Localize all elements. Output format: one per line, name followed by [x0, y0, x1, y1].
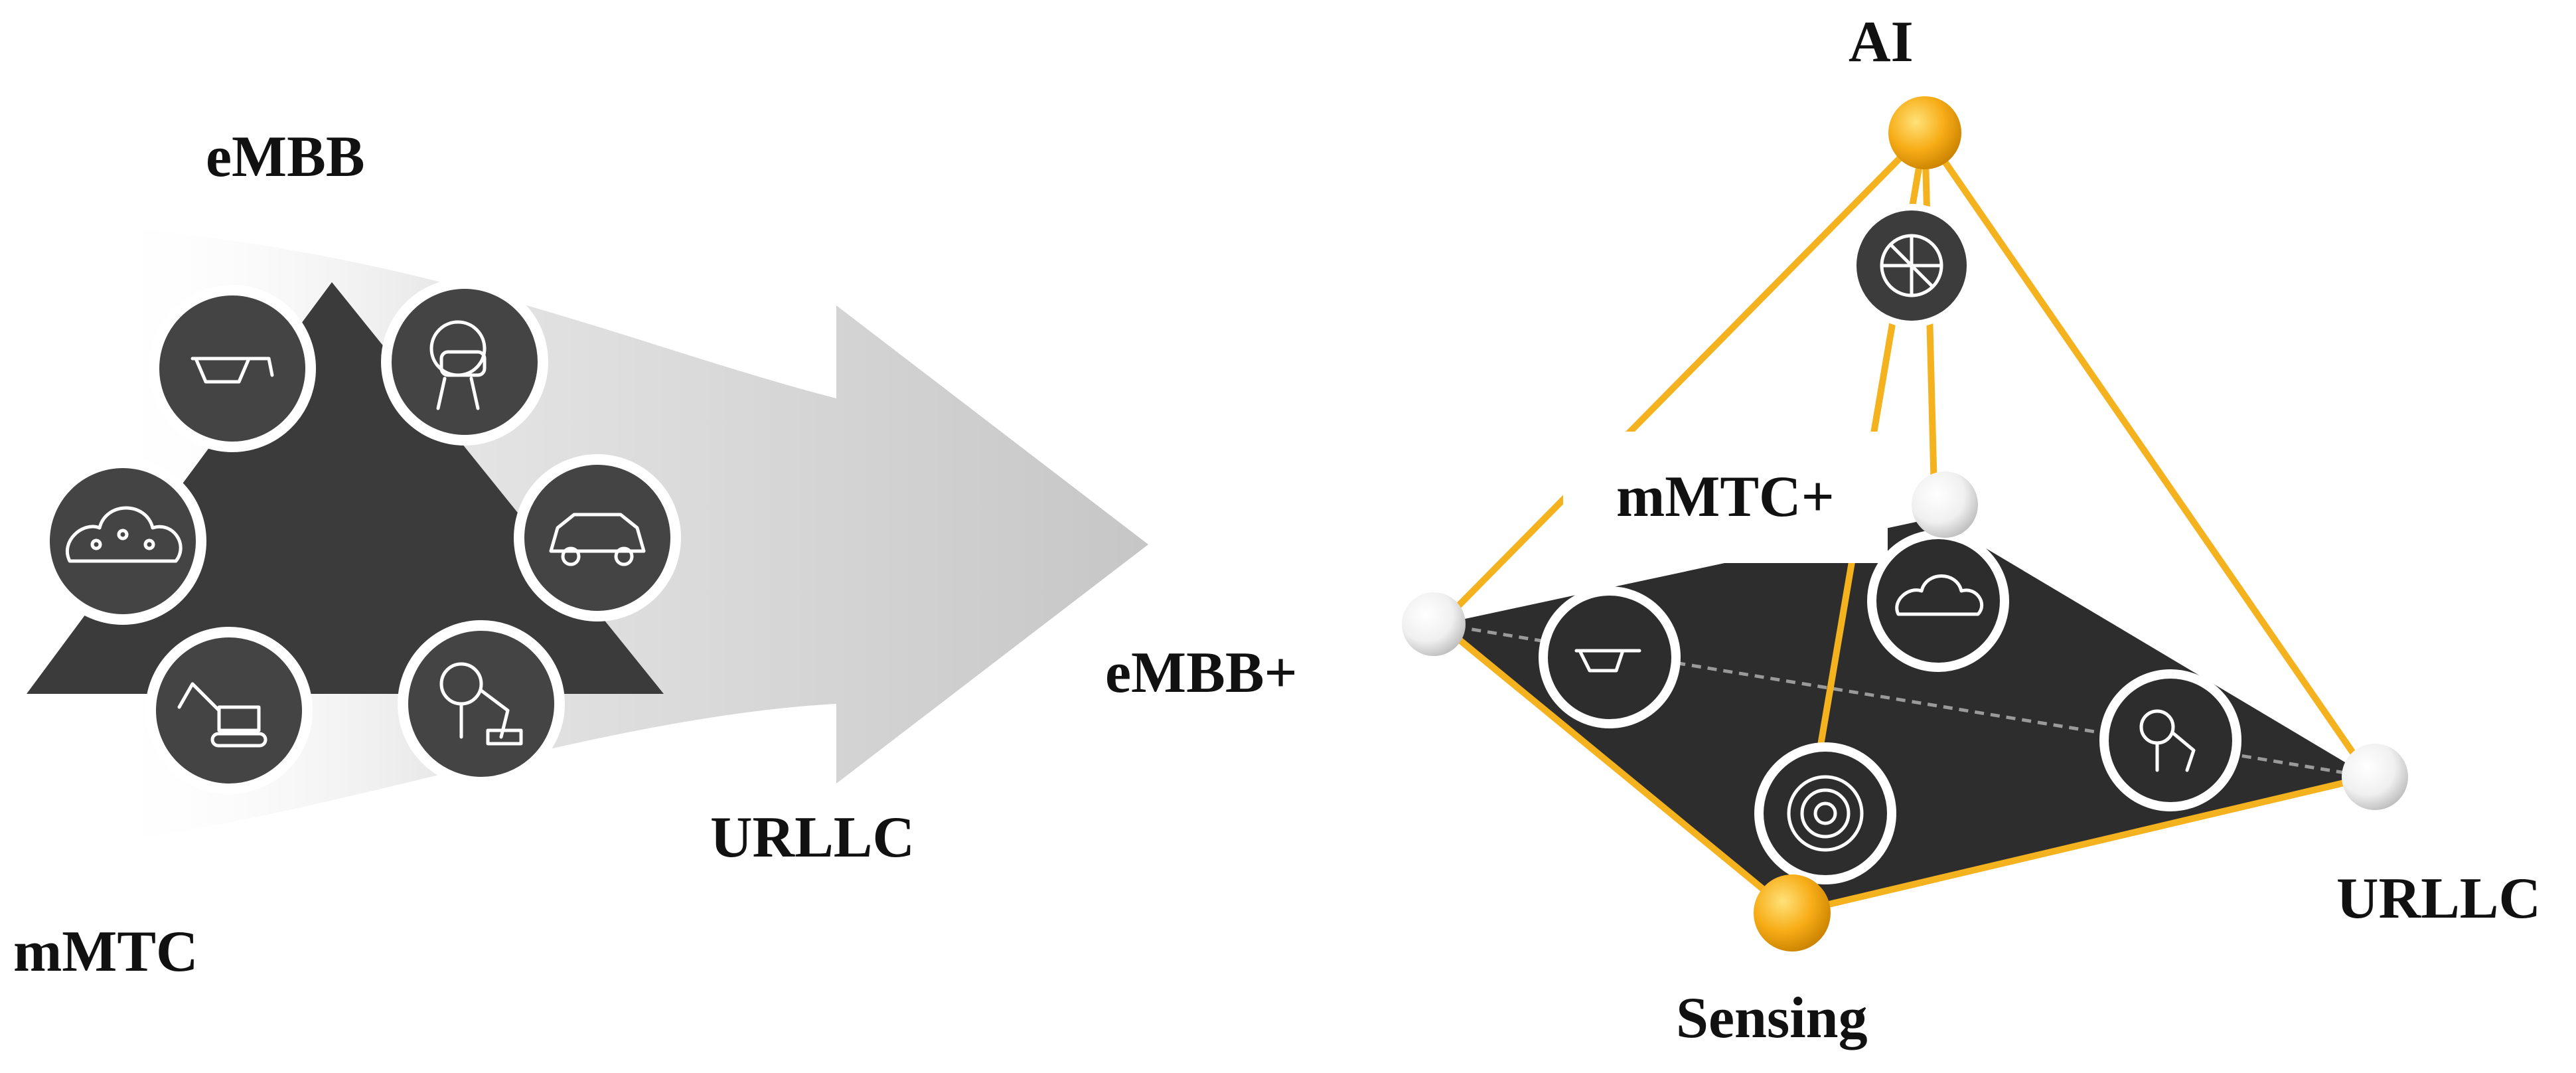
embb-plus-label: eMBB+ [1105, 641, 1298, 705]
excavator-icon [145, 627, 313, 794]
ai-node [1888, 96, 1961, 169]
iot-cloud-icon [1867, 530, 2009, 672]
sensing-label: Sensing [1676, 986, 1868, 1050]
mmtc-plus-label: mMTC+ [1563, 432, 1888, 563]
vr-headset-icon [381, 278, 548, 446]
smart-glasses-icon [149, 285, 316, 452]
robot-arm-icon [2099, 669, 2241, 811]
urllc-node [2342, 744, 2408, 810]
car-icon [514, 454, 681, 621]
robot-arm-icon [398, 620, 565, 787]
right-pyramid-diagram [1402, 96, 2408, 951]
iot-cloud-icon [39, 457, 206, 625]
mmtc-label: mMTC [13, 920, 198, 984]
smart-glasses-icon [1539, 586, 1681, 728]
embb-label: eMBB [173, 116, 398, 199]
embb-plus-node [1402, 592, 1466, 656]
urllc-label-right: URLLC [2336, 867, 2541, 931]
ai-label: AI [1849, 10, 1914, 74]
left-arrow-diagram [27, 226, 1148, 843]
brain-icon [1850, 204, 1973, 327]
mmtc-plus-node [1912, 471, 1978, 538]
urllc-label-left: URLLC [677, 797, 948, 879]
sensing-node [1754, 874, 1831, 951]
radar-target-icon [1754, 742, 1896, 884]
